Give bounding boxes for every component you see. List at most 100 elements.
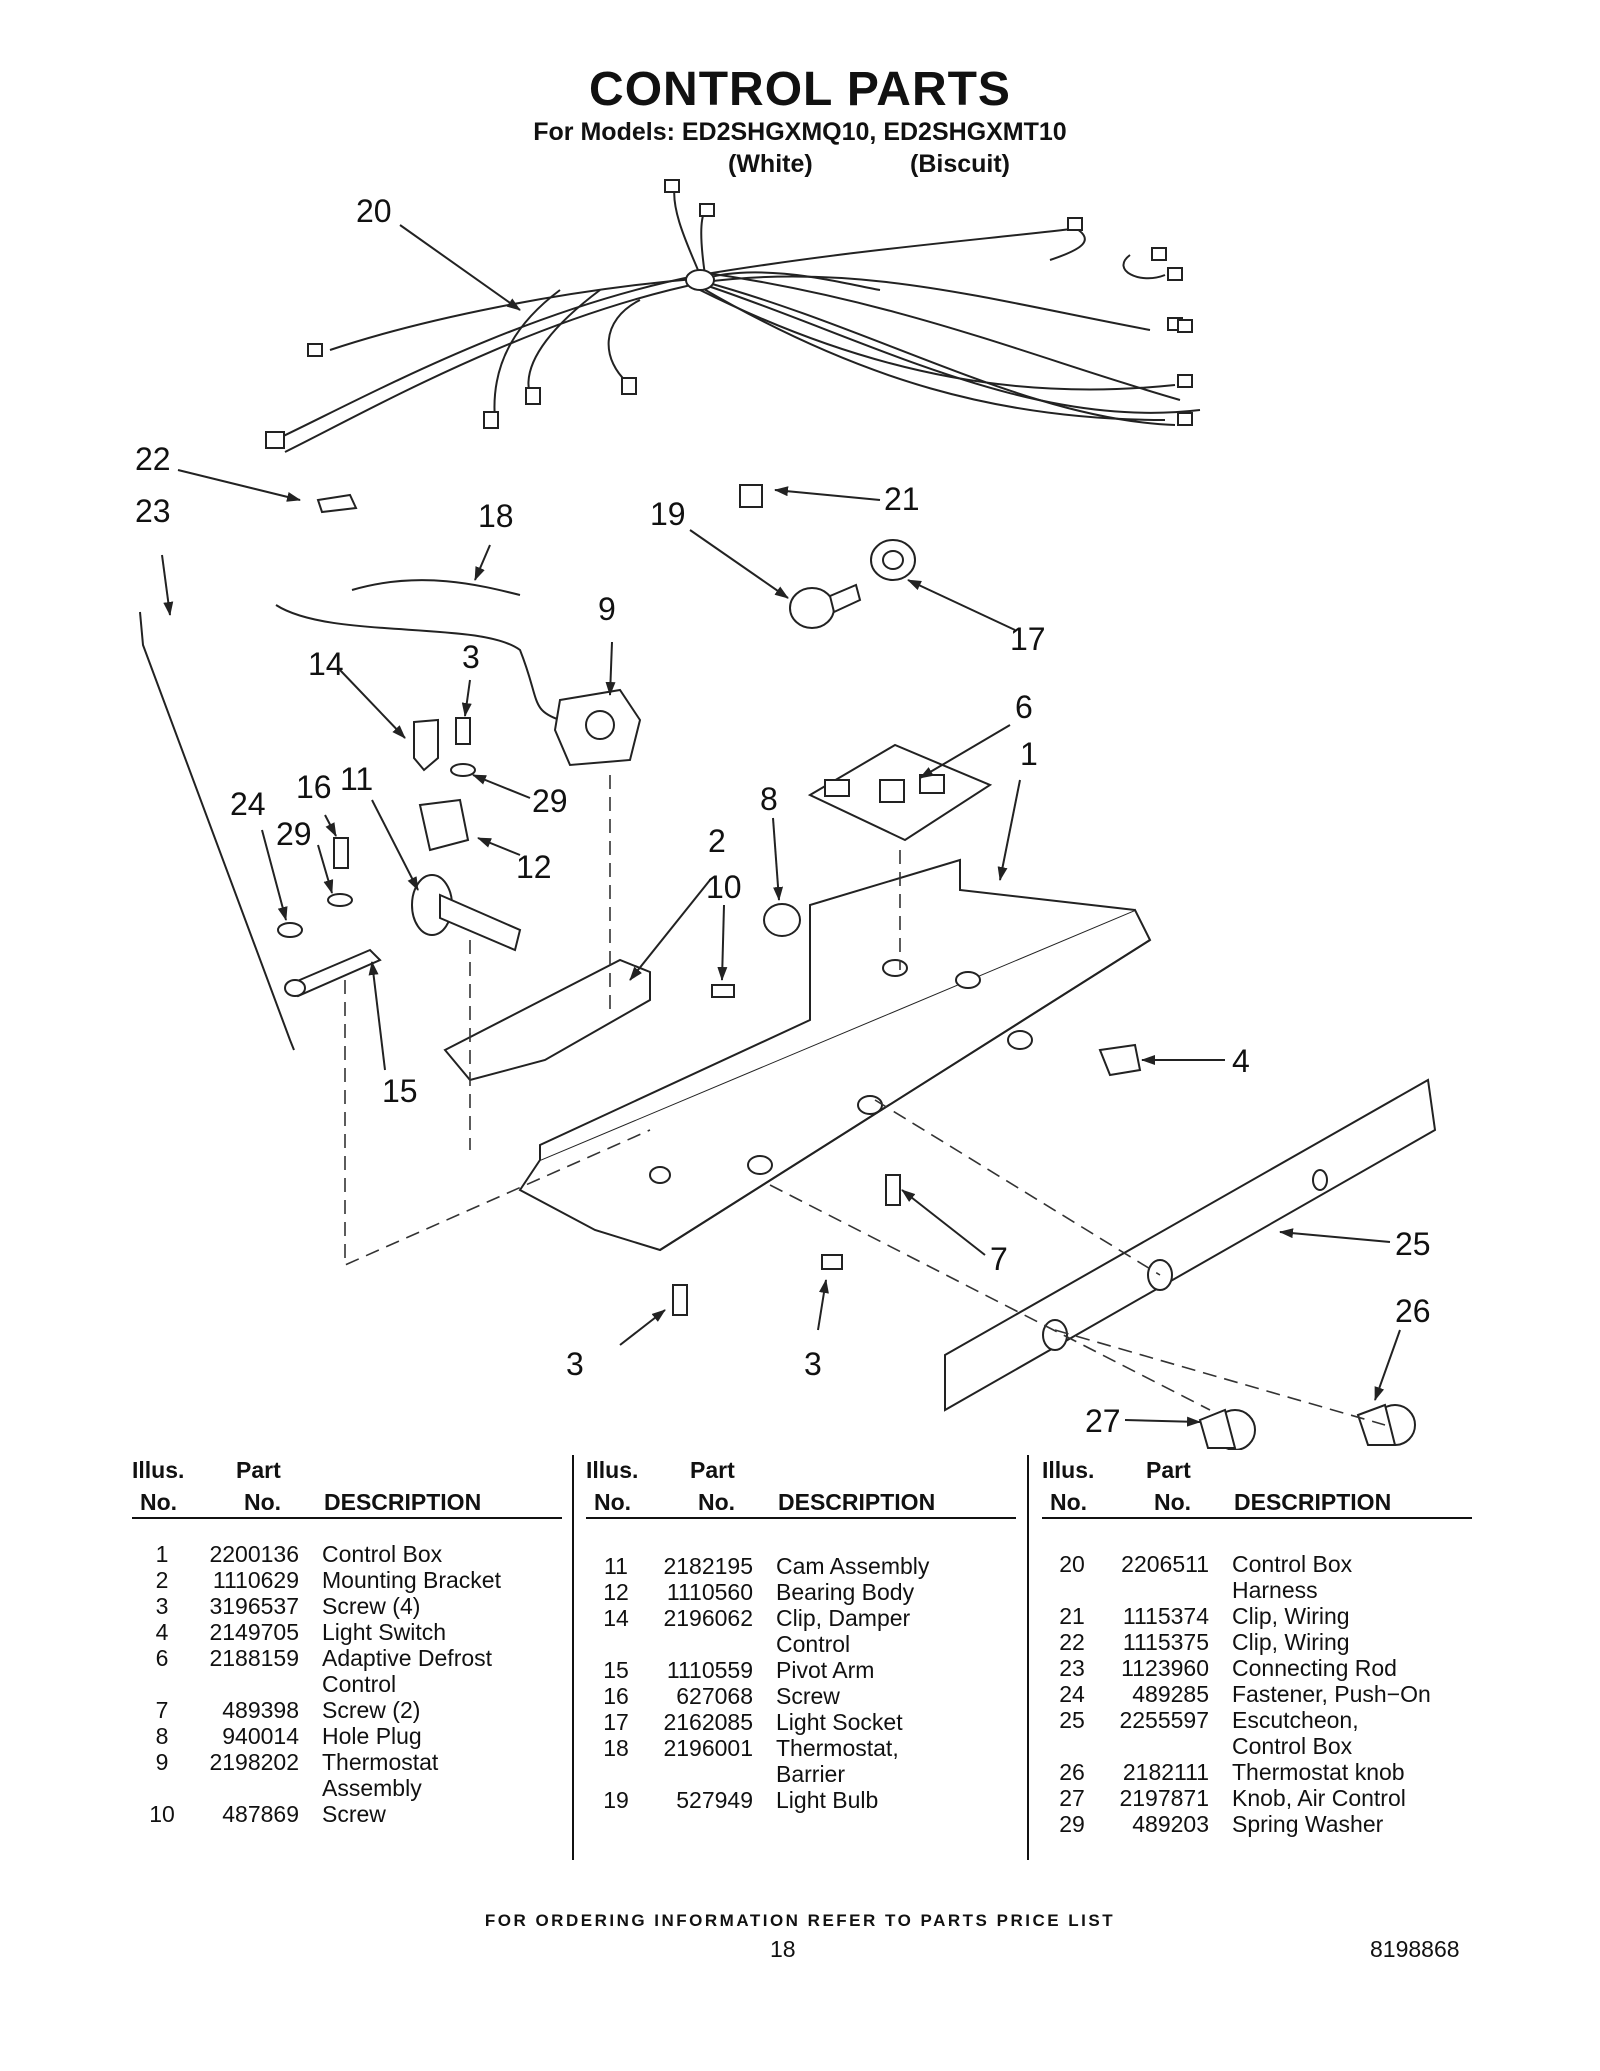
header-illus-no: No. [140,1489,178,1515]
table-header: Illus. No. Part No. DESCRIPTION [132,1455,562,1519]
screw-3-right [821,1254,843,1270]
table-row: Assembly [322,1775,422,1801]
callout-27: 27 [1085,1403,1121,1439]
damper-clip [413,718,439,772]
callout-3-bottom-right: 3 [804,1346,822,1382]
callout-2: 2 [708,823,726,859]
light-switch [1098,1043,1142,1077]
screw-7 [885,1174,901,1206]
callout-11: 11 [340,761,373,797]
screw-3-bottom [672,1284,688,1316]
header-part-no: No. [244,1489,282,1515]
variant-white: (White) [728,150,813,178]
bearing-body [418,798,470,852]
header-part: Part [236,1457,281,1483]
air-control-knob [1198,1408,1256,1450]
header-illus: Illus. [132,1457,185,1483]
screw-16 [333,837,349,869]
callout-29-right: 29 [532,783,568,819]
callout-20: 20 [356,193,392,229]
callout-18: 18 [478,498,514,534]
header-illus: Illus. [586,1457,639,1483]
header-part-no: No. [698,1489,736,1515]
header-part: Part [690,1457,735,1483]
exploded-parts-diagram: 20 22 23 18 19 21 17 9 14 3 16 11 24 29 … [135,179,1437,1450]
callout-26: 26 [1395,1293,1431,1329]
callout-25: 25 [1395,1226,1431,1262]
table-row: Barrier [776,1761,846,1787]
document-number: 8198868 [1370,1936,1460,1962]
table-row: Control [322,1671,397,1697]
callout-1: 1 [1020,736,1038,772]
table-row: Control [776,1631,851,1657]
adaptive-defrost-control [807,743,993,842]
callout-29-left: 29 [276,816,312,852]
mounting-bracket [443,958,651,1082]
control-box-harness [265,179,1201,453]
table-header: Illus. No. Part No. DESCRIPTION [1042,1455,1472,1519]
callout-12: 12 [516,849,552,885]
table-row: Harness [1232,1577,1318,1603]
callout-10: 10 [706,869,742,905]
wiring-clip-21 [739,484,763,508]
header-part: Part [1146,1457,1191,1483]
callout-21: 21 [884,481,920,517]
column-divider [572,1455,574,1860]
callout-22: 22 [135,441,171,477]
thermostat-barrier [351,579,521,596]
callout-3-bottom-left: 3 [566,1346,584,1382]
light-socket [870,539,916,581]
callout-23: 23 [135,493,171,529]
callout-16: 16 [296,769,332,805]
ordering-info: FOR ORDERING INFORMATION REFER TO PARTS … [484,1911,1116,1930]
page-title: CONTROL PARTS [589,63,1011,116]
callout-8: 8 [760,781,778,817]
callout-6: 6 [1015,689,1033,725]
header-illus-no: No. [1050,1489,1088,1515]
escutcheon [944,1078,1437,1412]
connecting-rod [139,611,295,1051]
page-number: 18 [770,1936,796,1962]
callout-15: 15 [382,1073,418,1109]
screw-10 [711,984,735,998]
screw-top [455,717,471,745]
header-description: DESCRIPTION [778,1489,936,1515]
light-bulb [789,583,862,629]
header-illus-no: No. [594,1489,632,1515]
wiring-clip-22 [316,493,358,514]
variant-biscuit: (Biscuit) [910,150,1010,178]
callout-24: 24 [230,786,266,822]
table-row: Control Box [1232,1733,1353,1759]
callout-9: 9 [598,591,616,627]
header-description: DESCRIPTION [1234,1489,1392,1515]
thermostat-knob [1356,1403,1416,1446]
control-box [518,858,1152,1252]
header-illus: Illus. [1042,1457,1095,1483]
column-divider [1027,1455,1029,1860]
